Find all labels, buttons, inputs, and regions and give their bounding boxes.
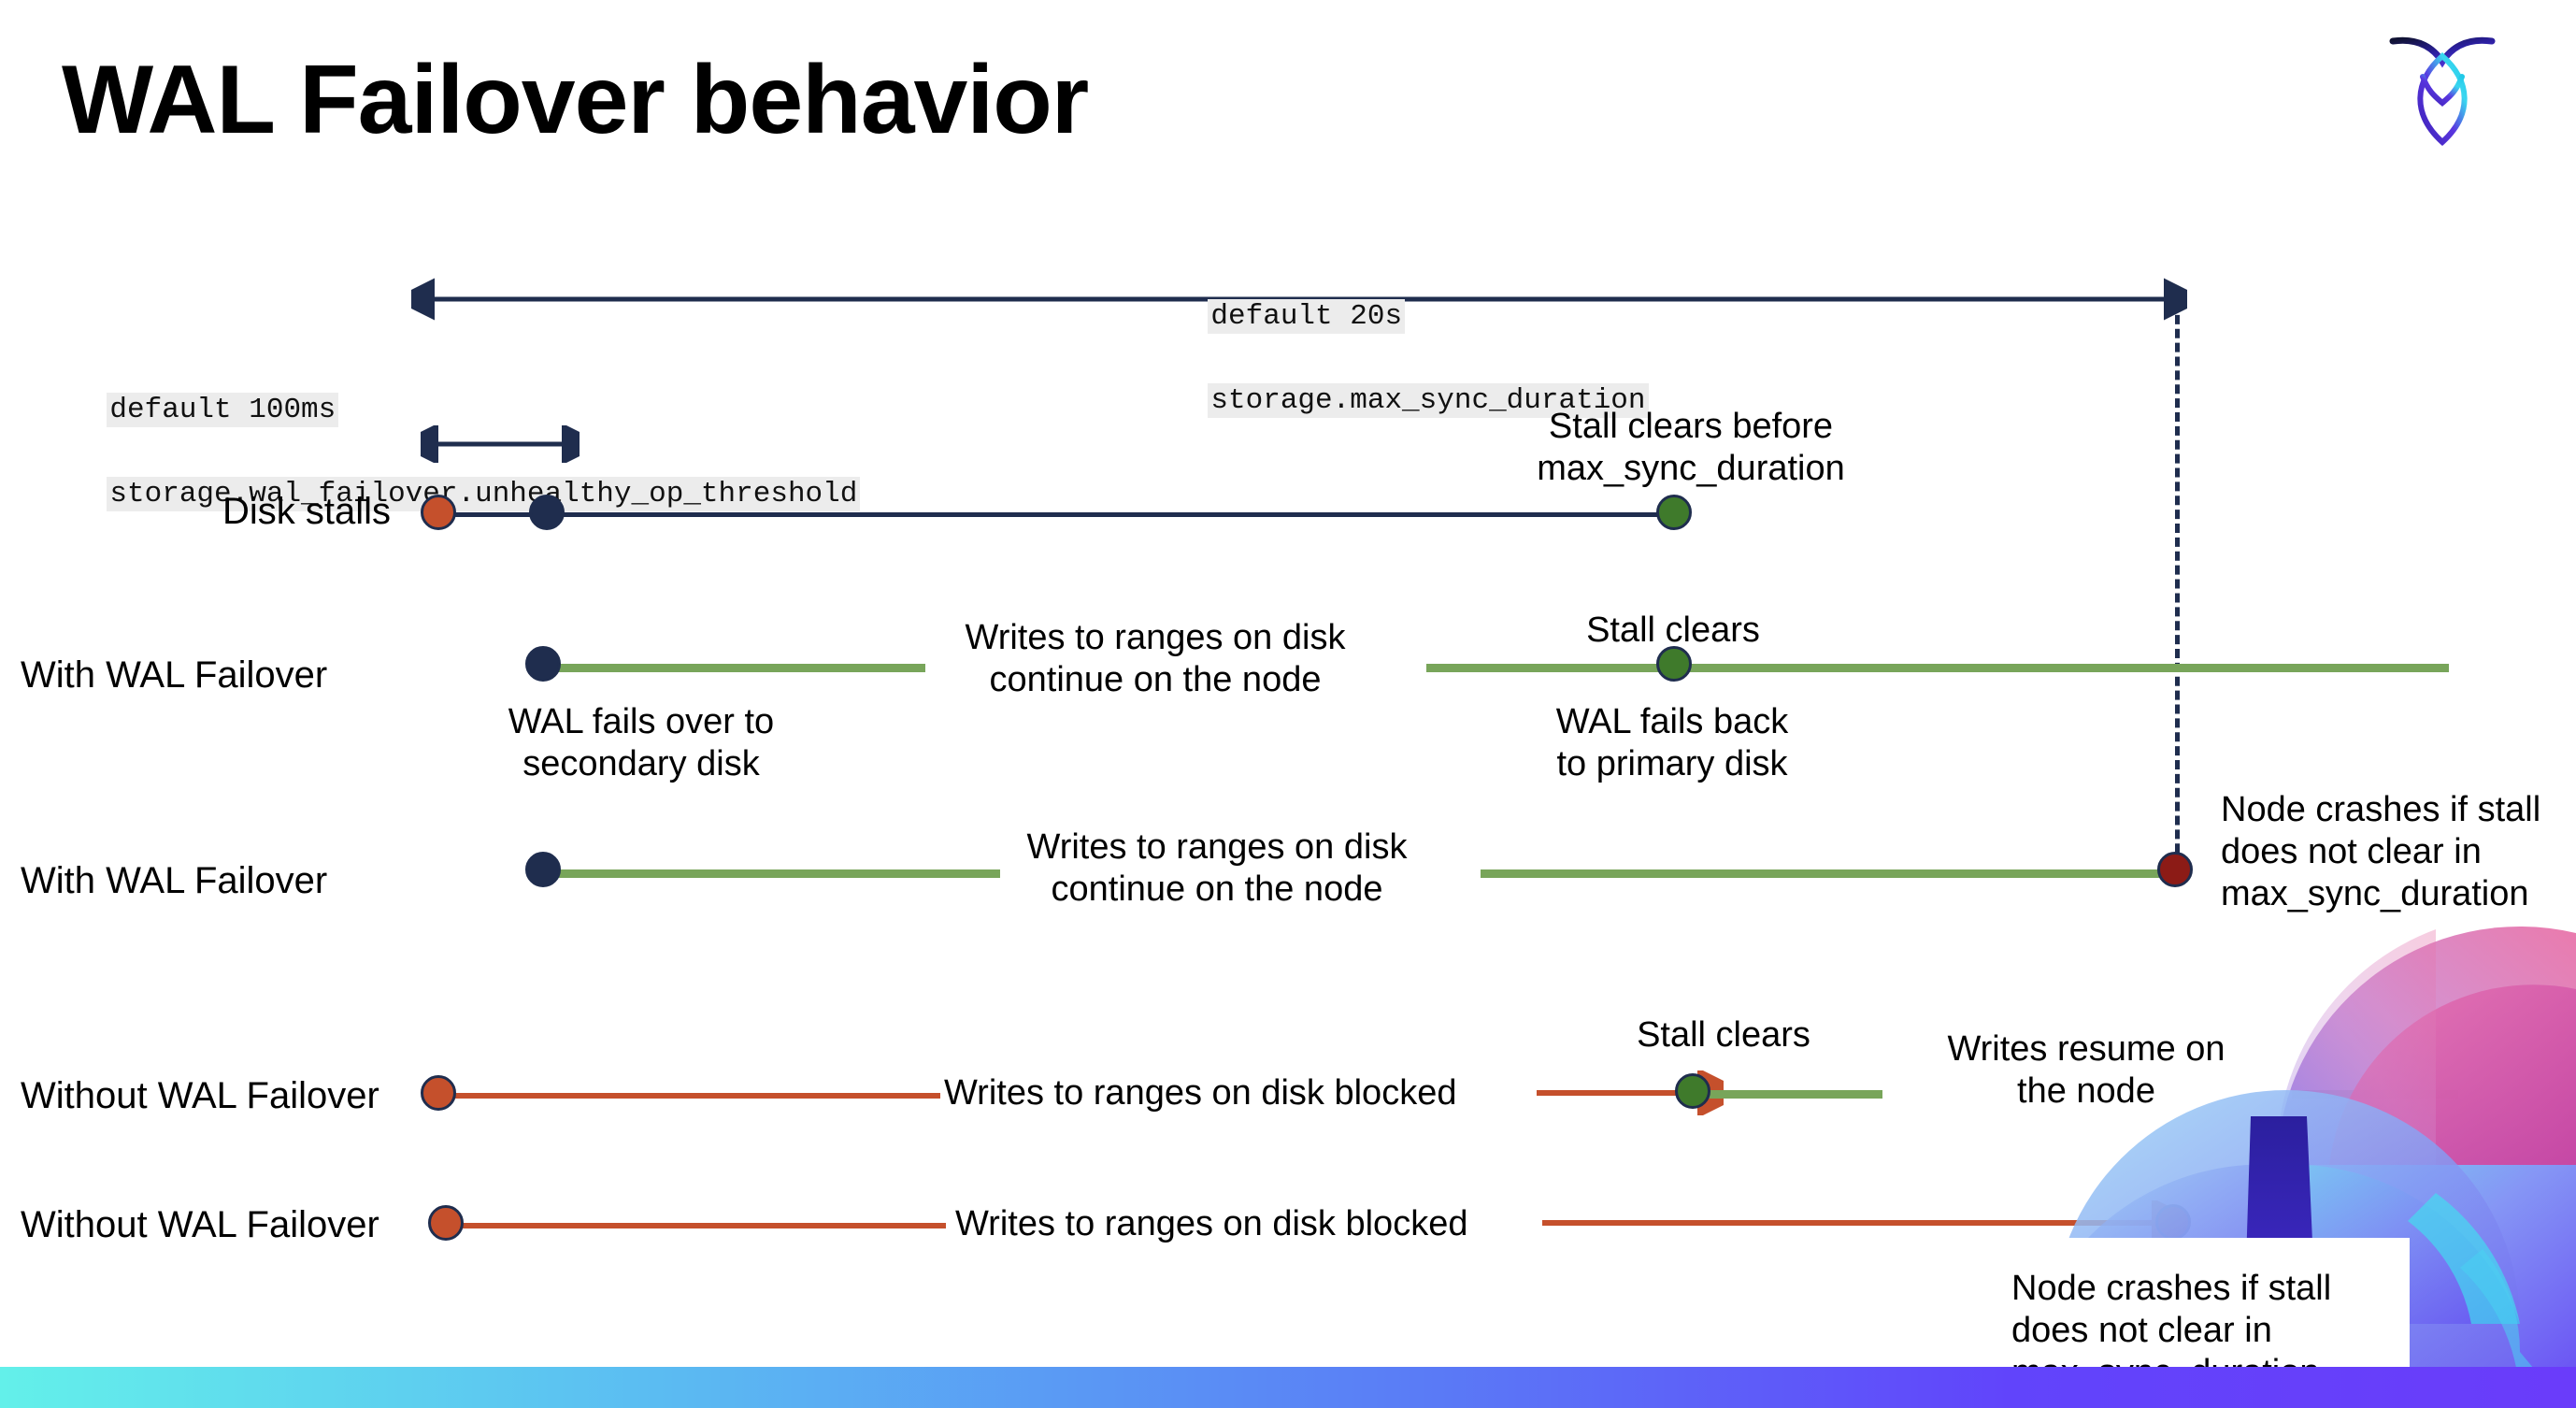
unhealthy-op-threshold-span-arrow <box>421 425 580 463</box>
disk-stall-clears-dot <box>1656 495 1692 530</box>
annotation-writes-blocked-1: Writes to ranges on disk blocked <box>944 1073 1457 1113</box>
unhealthy-op-threshold-callout: default 100ms storage.wal_failover.unhea… <box>37 348 861 558</box>
annotation-writes-continue-1: Writes to ranges on disk continue on the… <box>965 618 1346 699</box>
annotation-writes-resume: Writes resume on the node <box>1947 1029 2225 1111</box>
row-label-disk-stalls: Disk stalls <box>222 491 392 532</box>
row-label-with-wal-failover-1: With WAL Failover <box>21 654 328 696</box>
without-wal-failover-2-blocked-line-a <box>460 1223 946 1228</box>
with-wal-failover-1-start-dot <box>525 646 561 682</box>
annotation-wal-fails-back: WAL fails back to primary disk <box>1555 702 1789 783</box>
max-sync-duration-name: storage.max_sync_duration <box>1208 382 1649 418</box>
without-wal-failover-1-blocked-line <box>454 1093 940 1099</box>
annotation-stall-clears-1: Stall clears <box>1586 611 1760 650</box>
with-wal-failover-2-start-dot <box>525 852 561 887</box>
row-label-without-wal-failover-1: Without WAL Failover <box>21 1075 379 1116</box>
with-wal-failover-1-stall-clears-dot <box>1656 646 1692 682</box>
cockroachdb-logo-icon <box>2382 24 2503 165</box>
unhealthy-op-threshold-name: storage.wal_failover.unhealthy_op_thresh… <box>107 476 861 511</box>
without-wal-failover-1-resume-line-b <box>2292 1090 2458 1099</box>
max-sync-duration-default: default 20s <box>1208 298 1406 334</box>
annotation-wal-fails-over: WAL fails over to secondary disk <box>508 702 775 783</box>
max-sync-duration-deadline-guide <box>2175 301 2180 881</box>
without-wal-failover-1-resume-line-a <box>1707 1090 1882 1099</box>
annotation-node-crashes-1: Node crashes if stall does not clear in … <box>2221 790 2541 913</box>
wal-failover-trigger-dot <box>529 495 565 530</box>
without-wal-failover-2-crash-dot <box>2155 1204 2191 1240</box>
annotation-writes-blocked-2: Writes to ranges on disk blocked <box>955 1204 1468 1243</box>
row-label-without-wal-failover-2: Without WAL Failover <box>21 1204 379 1245</box>
unhealthy-op-threshold-default: default 100ms <box>107 392 339 427</box>
with-wal-failover-1-segment-a <box>542 664 925 672</box>
page-title: WAL Failover behavior <box>62 46 1089 154</box>
disk-stalls-timeline <box>437 512 1675 517</box>
annotation-stall-clears-2: Stall clears <box>1637 1015 1810 1055</box>
with-wal-failover-2-segment-b <box>1481 869 2178 878</box>
row-label-with-wal-failover-2: With WAL Failover <box>21 860 328 901</box>
with-wal-failover-1-segment-b <box>1426 664 2449 672</box>
without-wal-failover-1-stall-clears-dot <box>1675 1073 1710 1109</box>
annotation-writes-continue-2: Writes to ranges on disk continue on the… <box>1026 827 1408 909</box>
bottom-accent-bar <box>0 1367 2576 1408</box>
annotation-stall-clears-before: Stall clears before max_sync_duration <box>1537 407 1845 488</box>
disk-stall-start-dot <box>421 495 456 530</box>
with-wal-failover-2-crash-dot <box>2157 852 2193 887</box>
without-wal-failover-1-stall-start-dot <box>421 1075 456 1111</box>
max-sync-duration-setting-callout: default 20s storage.max_sync_duration <box>1138 254 1649 465</box>
with-wal-failover-2-segment-a <box>542 869 1000 878</box>
without-wal-failover-2-stall-start-dot <box>428 1205 464 1241</box>
